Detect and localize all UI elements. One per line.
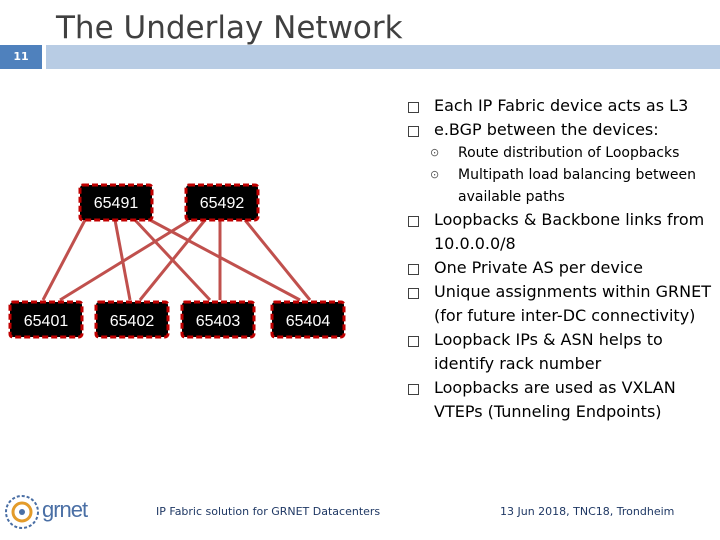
bullet-square-icon [408, 216, 419, 227]
leaf-label-65402: 65402 [110, 313, 155, 330]
bullet-square-icon [408, 336, 419, 347]
slide-title: The Underlay Network [56, 10, 403, 46]
bullet-square-icon [408, 288, 419, 299]
title-bar [46, 45, 720, 69]
bullet-text: VTEPs (Tunneling Endpoints) [434, 402, 662, 421]
link-65491-65401 [41, 219, 87, 301]
bullet-text: 10.0.0.0/8 [434, 234, 516, 253]
leaf-node-65402 [94, 300, 170, 339]
leaf-node-65403 [180, 300, 256, 339]
bullet-text: (for future inter-DC connectivity) [434, 306, 696, 325]
slide-number-box [0, 45, 42, 69]
bullet-square-icon [408, 102, 419, 113]
sub-bullet-text: Multipath load balancing between [458, 167, 697, 183]
bullet-text: e.BGP between the devices: [434, 120, 659, 139]
bullet-square-icon [408, 126, 419, 137]
grnet-logo-icon [5, 495, 39, 529]
bullet-square-icon [408, 384, 419, 395]
spine-label-65492: 65492 [200, 195, 245, 212]
spine-label-65491: 65491 [94, 195, 139, 212]
leaf-label-65401: 65401 [24, 313, 69, 330]
bullet-text: One Private AS per device [434, 258, 643, 277]
sub-bullet-icon: ⊙ [430, 146, 440, 159]
link-65492-65401 [59, 218, 191, 302]
bullet-text: Loopbacks are used as VXLAN [434, 378, 676, 397]
spine-node-65492 [184, 183, 260, 222]
bullet-text: identify rack number [434, 354, 602, 373]
slide-number: 11 [13, 50, 29, 63]
footer-left: IP Fabric solution for GRNET Datacenters [156, 505, 381, 518]
sub-bullet-text: Route distribution of Loopbacks [458, 145, 680, 161]
leaf-node-65404 [270, 300, 346, 339]
network-diagram: 65491 65492 65401 65402 65403 65404 [8, 183, 346, 339]
sub-bullet-text: available paths [458, 189, 565, 205]
leaf-label-65404: 65404 [286, 313, 331, 330]
bullet-text: Loopback IPs & ASN helps to [434, 330, 663, 349]
leaf-nodes: 65401 65402 65403 65404 [8, 300, 346, 339]
leaf-label-65403: 65403 [196, 313, 241, 330]
bullet-text: Loopbacks & Backbone links from [434, 210, 705, 229]
footer-right: 13 Jun 2018, TNC18, Trondheim [500, 505, 675, 518]
spine-node-65491 [78, 183, 154, 222]
sub-bullet-icon: ⊙ [430, 168, 440, 181]
link-65492-65404 [243, 219, 312, 301]
bullet-square-icon [408, 264, 419, 275]
logo-text: grnet [42, 497, 88, 522]
link-65492-65402 [138, 219, 207, 301]
link-65491-65404 [149, 218, 301, 302]
fabric-links [41, 218, 312, 302]
bullet-text: Each IP Fabric device acts as L3 [434, 96, 689, 115]
spine-nodes: 65491 65492 [78, 183, 260, 222]
bullet-text: Unique assignments within GRNET [434, 282, 711, 301]
leaf-node-65401 [8, 300, 84, 339]
